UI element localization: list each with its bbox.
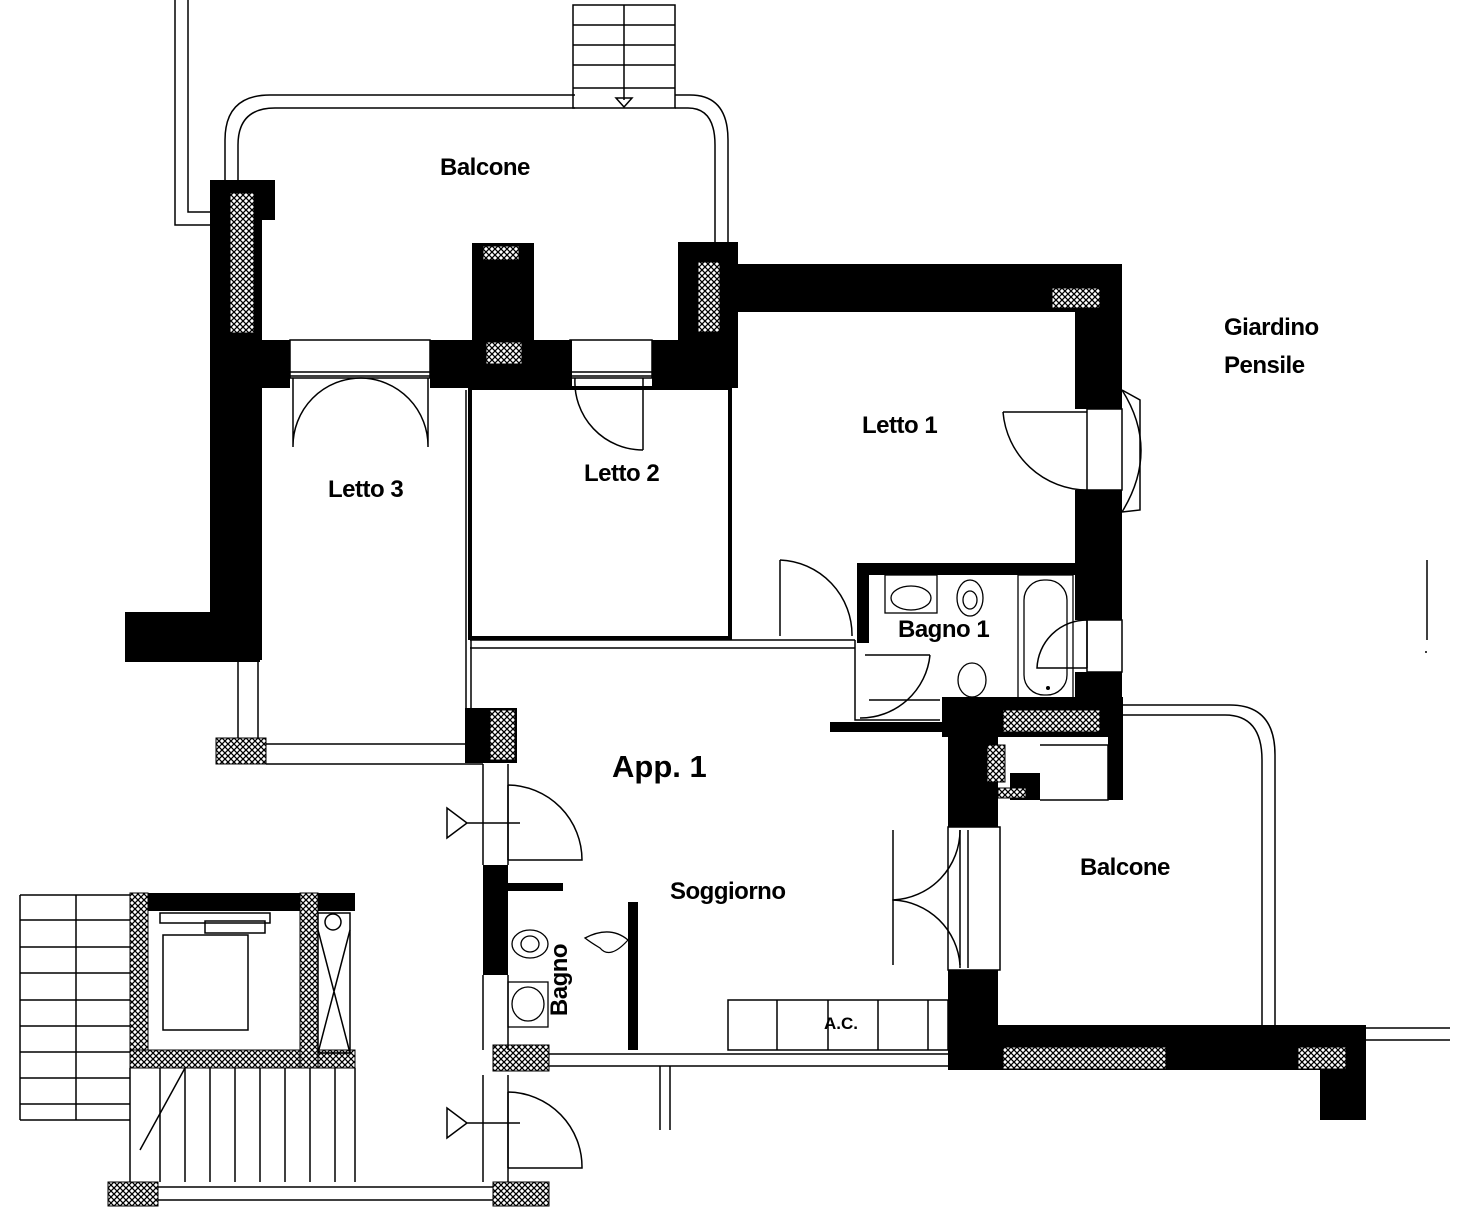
label-soggiorno: Soggiorno (670, 878, 786, 905)
label-letto-3: Letto 3 (328, 476, 404, 503)
label-balcone-top: Balcone (440, 154, 530, 181)
sinks-dots (1046, 651, 1427, 690)
hatched-columns (107, 192, 1347, 1207)
label-pensile: Pensile (1224, 352, 1305, 379)
label-letto-2: Letto 2 (584, 460, 660, 487)
label-bagno-1: Bagno 1 (898, 616, 990, 643)
label-letto-1: Letto 1 (862, 412, 938, 439)
thin-walls-and-lines (19, 0, 1450, 1201)
label-app-1: App. 1 (612, 749, 707, 784)
sanitary-fixtures (507, 574, 1074, 1028)
label-balcone-right: Balcone (1080, 854, 1170, 881)
label-giardino: Giardino (1224, 314, 1319, 341)
label-ac: A.C. (824, 1014, 858, 1033)
label-bagno: Bagno (546, 943, 574, 1017)
doors (292, 97, 1088, 1169)
